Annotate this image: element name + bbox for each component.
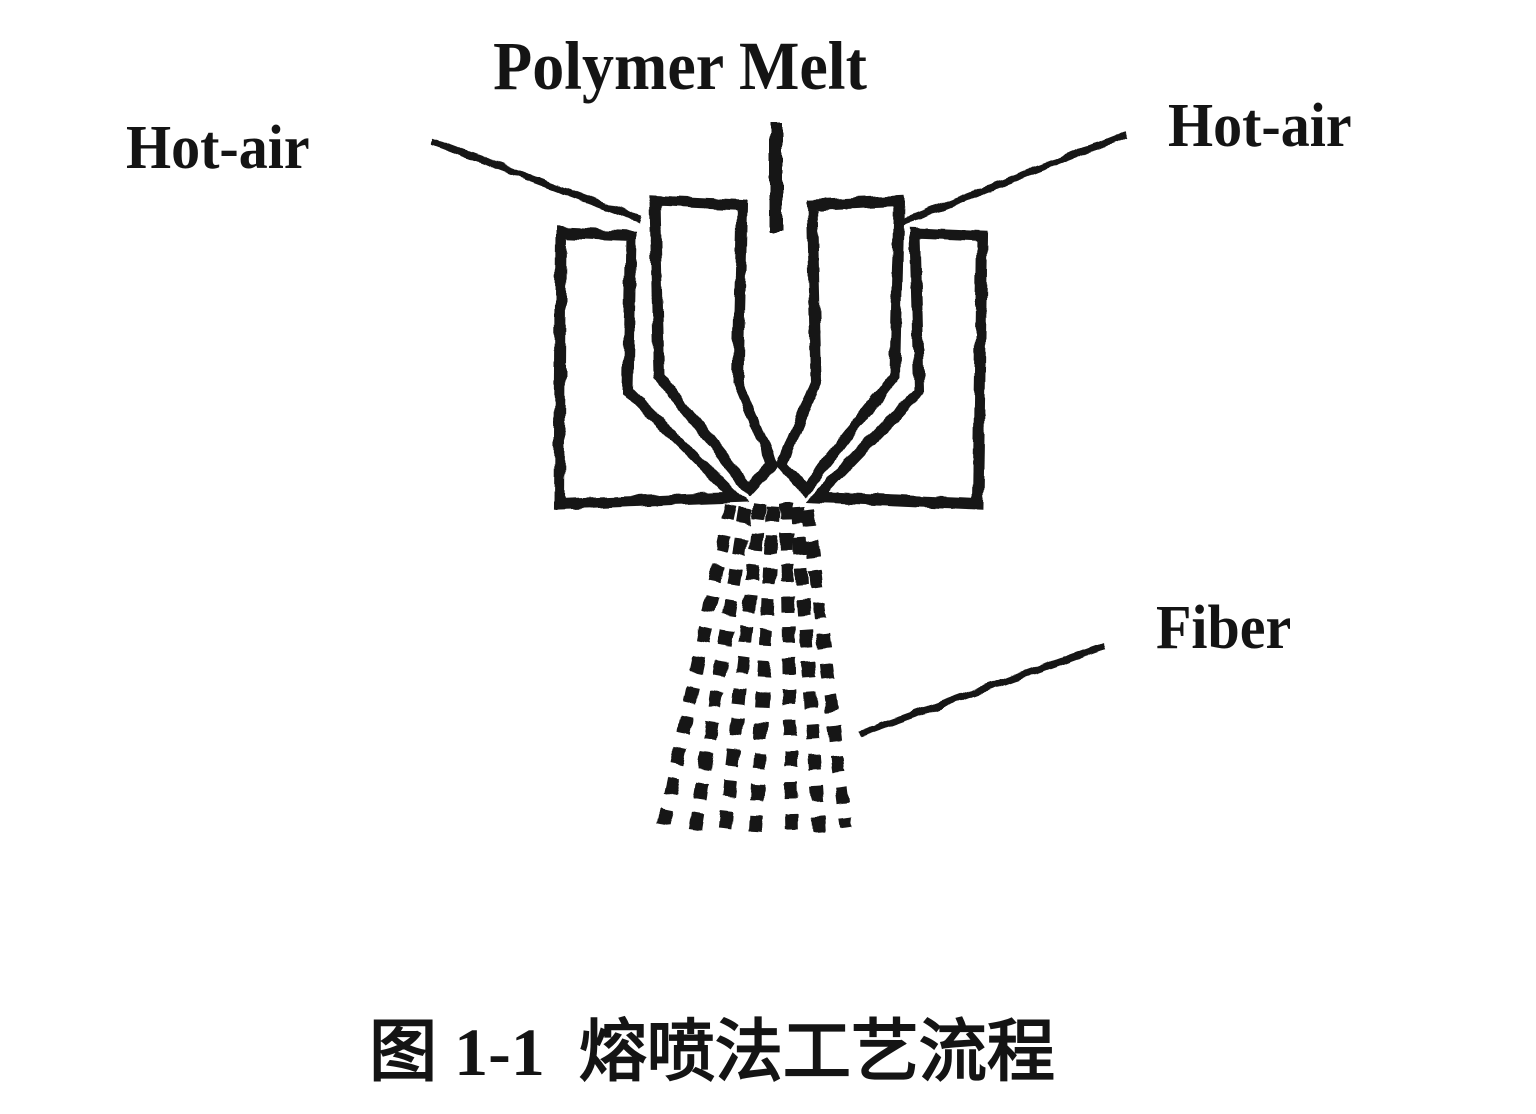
- die-right-nozzle: [775, 195, 905, 498]
- fiber-spray-line: [779, 502, 799, 839]
- fiber-spray-line: [687, 506, 753, 840]
- hot-air-label-right: Hot-air: [1168, 89, 1352, 160]
- fiber-leader-line: [858, 642, 1105, 738]
- die-right-block: [804, 227, 988, 510]
- fiber-spray-line: [717, 502, 767, 841]
- die-left-block: [553, 227, 748, 510]
- fiber-spray-line: [790, 506, 827, 836]
- fiber-spray-line: [801, 509, 853, 829]
- hot-air-leader-left: [430, 137, 642, 223]
- figure-caption: 图 1-1 熔喷法工艺流程: [369, 1014, 1055, 1090]
- hot-air-label-left: Hot-air: [126, 111, 310, 182]
- fiber-spray: [655, 502, 853, 841]
- fiber-label: Fiber: [1156, 591, 1292, 662]
- fiber-spray-line: [655, 503, 738, 837]
- die-body: [553, 195, 988, 510]
- polymer-melt-label: Polymer Melt: [493, 27, 867, 105]
- die-left-nozzle: [649, 195, 779, 498]
- fiber-spray-line: [748, 505, 780, 841]
- hot-air-leader-right: [896, 130, 1129, 228]
